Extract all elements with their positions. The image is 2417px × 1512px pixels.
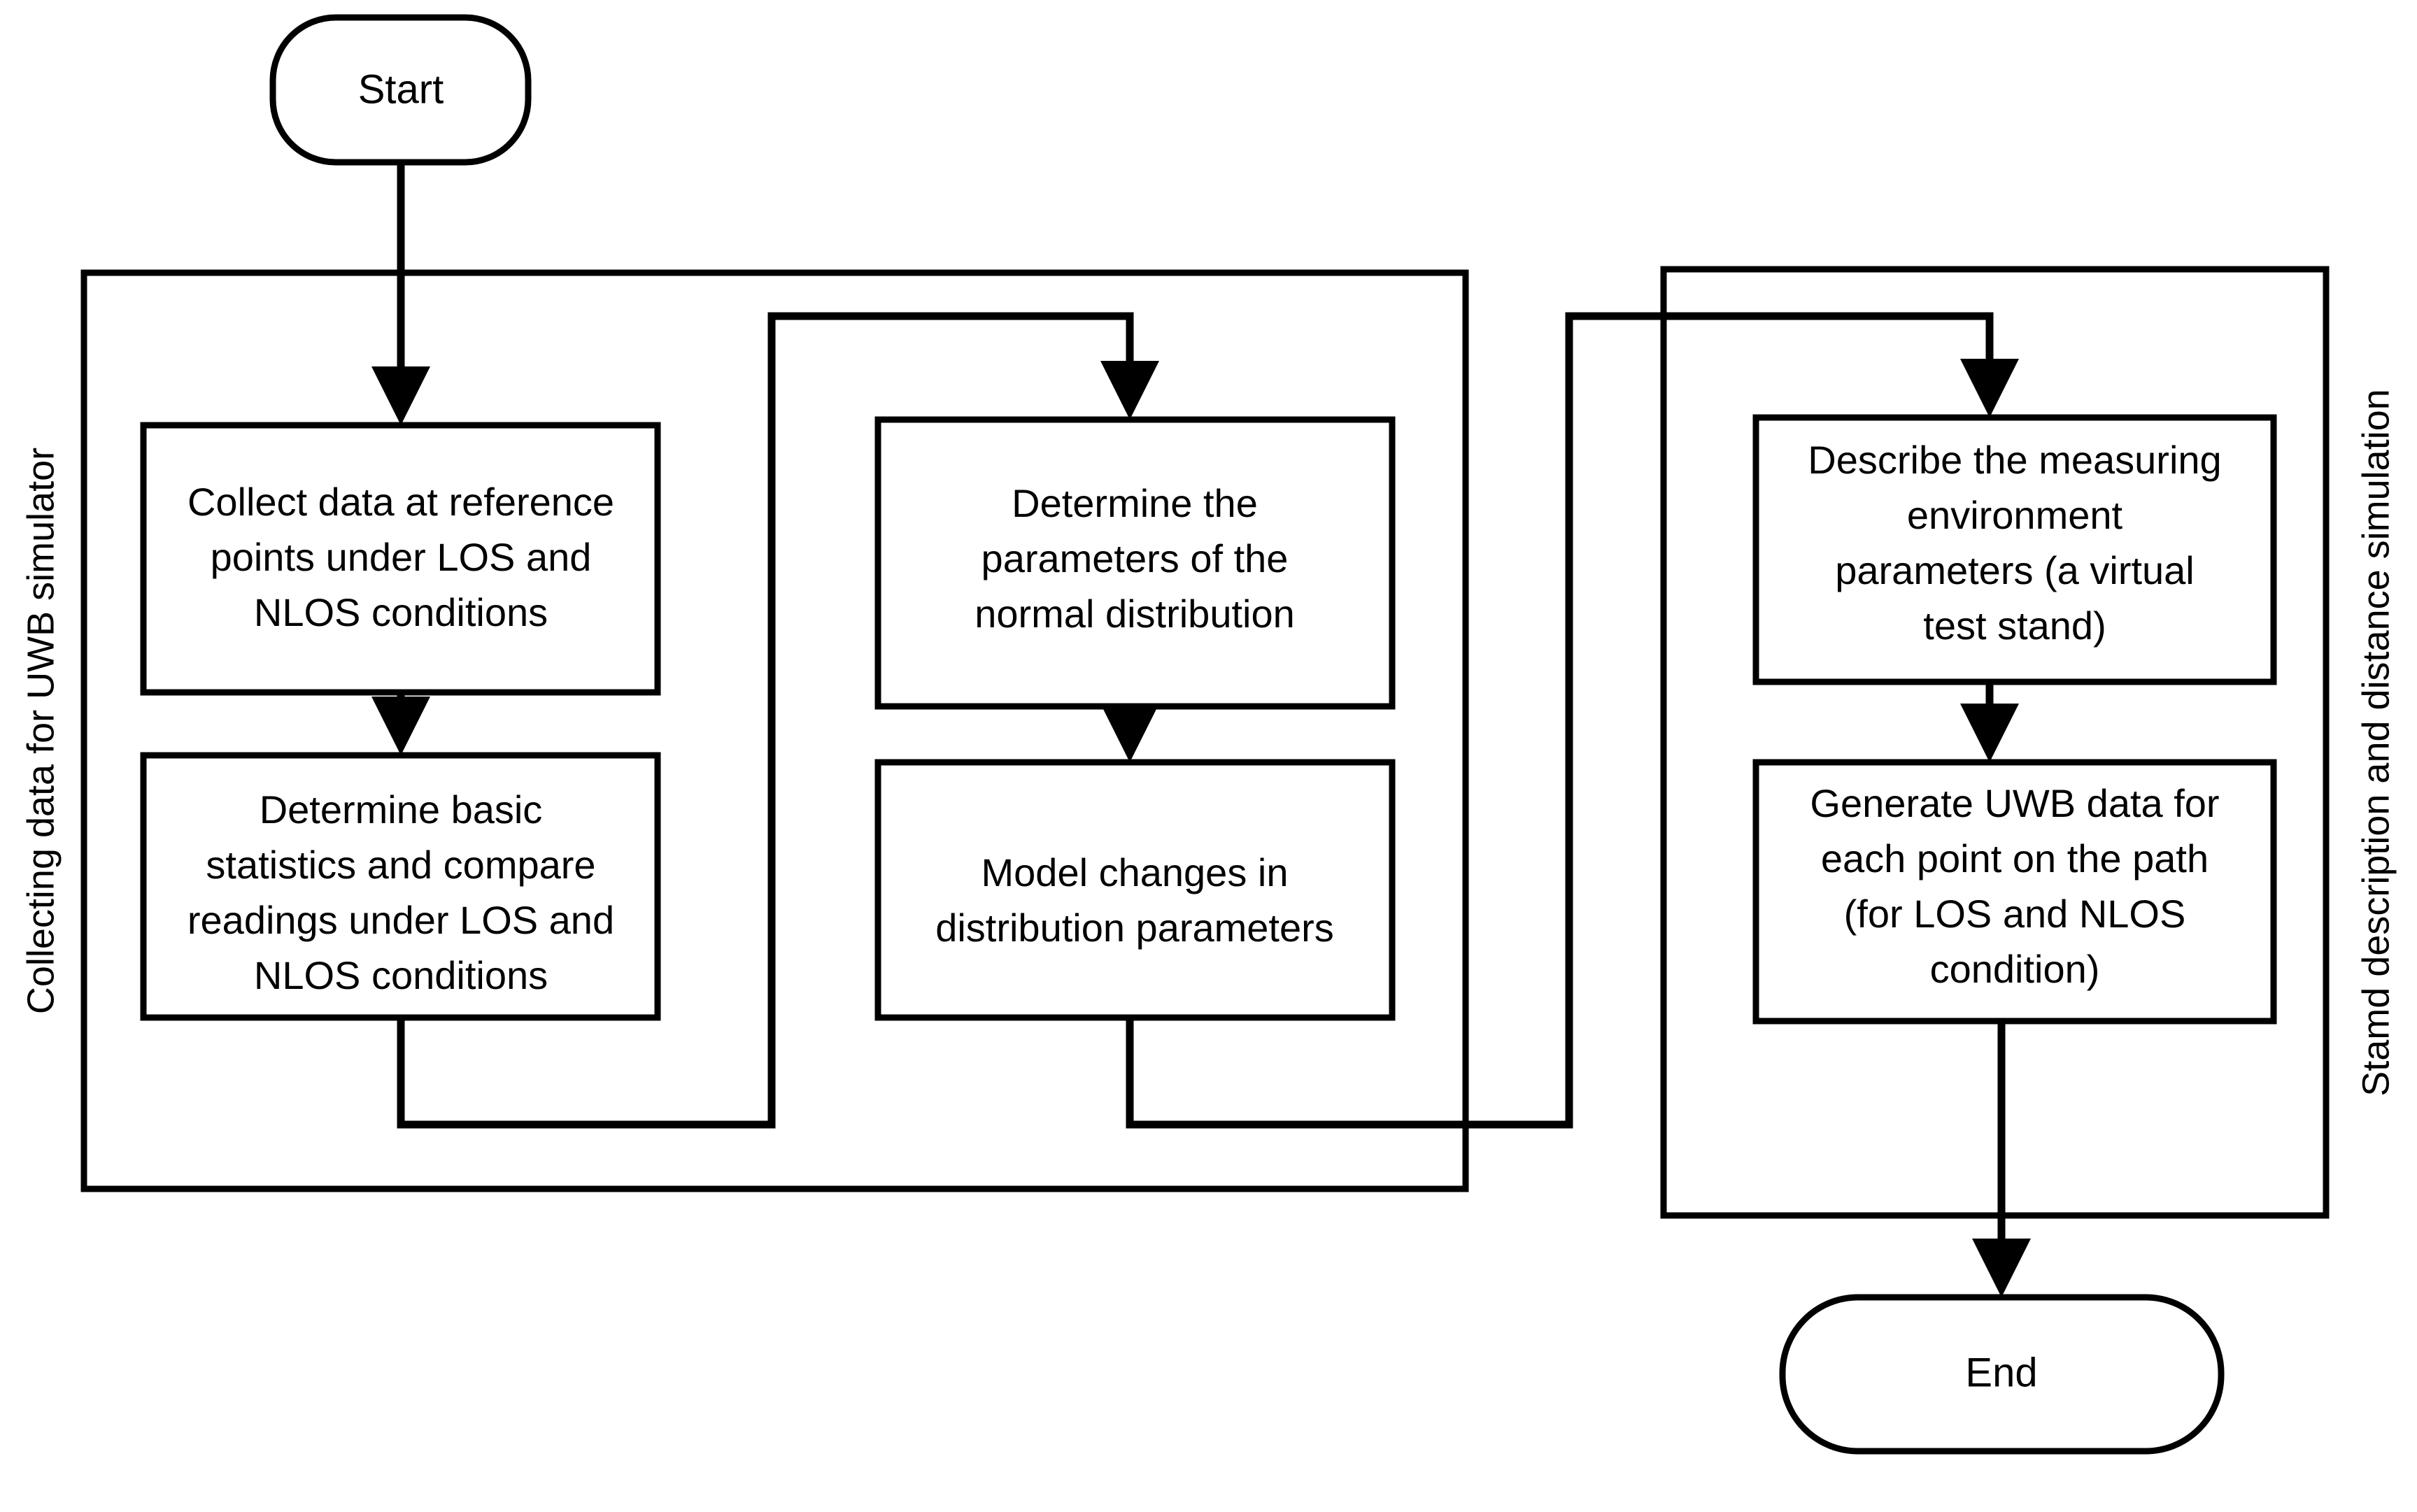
process-box-generate-uwb-line-3: (for LOS and NLOS [1844, 892, 2186, 936]
process-box-collect-data-line-2: points under LOS and [211, 535, 592, 579]
process-box-determine-statistics[interactable] [140, 752, 661, 1021]
arrow-head-end [1972, 1239, 2031, 1297]
terminal-start[interactable] [269, 14, 532, 166]
group-box-stand-description [1660, 266, 2330, 1219]
process-box-describe-environment-line-3: parameters (a virtual [1835, 548, 2195, 592]
process-box-determine-statistics-line-2: statistics and compare [206, 843, 595, 887]
process-box-collect-data-line-3: NLOS conditions [254, 590, 548, 634]
arrow-head-collect-data [371, 366, 430, 425]
process-box-determine-statistics-line-3: readings under LOS and [187, 898, 614, 942]
process-box-model-changes-line-2: distribution parameters [935, 906, 1334, 950]
process-box-describe-environment-line-2: environment [1907, 493, 2123, 537]
connector-model-to-describe [1126, 312, 1994, 1129]
process-box-generate-uwb[interactable] [1752, 759, 2277, 1025]
process-box-generate-uwb-line-2: each point on the path [1821, 836, 2209, 880]
process-box-collect-data[interactable] [140, 422, 661, 696]
process-box-model-changes[interactable] [874, 759, 1396, 1021]
process-box-determine-parameters-line-3: normal distribution [974, 592, 1295, 636]
process-box-describe-environment-line-1: Describe the measuring [1808, 438, 2221, 482]
arrow-head-model-changes [1100, 704, 1159, 762]
lane-label-right: Stamd description and distance simulatio… [2355, 389, 2397, 1097]
process-box-generate-uwb-line-4: condition) [1930, 947, 2100, 991]
process-box-determine-parameters[interactable] [874, 416, 1396, 710]
process-box-model-changes-line-1: Model changes in [981, 850, 1289, 894]
process-box-determine-parameters-line-2: parameters of the [981, 536, 1289, 580]
process-box-determine-statistics-line-4: NLOS conditions [254, 953, 548, 997]
arrow-head-determine-parameters [1100, 361, 1159, 420]
terminal-end-label: End [1965, 1350, 2037, 1395]
arrow-head-generate-uwb [1960, 704, 2019, 762]
process-box-generate-uwb-line-1: Generate UWB data for [1810, 781, 2219, 825]
process-box-describe-environment-line-4: test stand) [1923, 604, 2106, 648]
connector-statistics-to-parameters [397, 312, 1134, 1129]
terminal-start-label: Start [358, 66, 444, 112]
process-box-determine-statistics-line-1: Determine basic [260, 787, 543, 832]
arrow-head-describe-environment [1960, 359, 2019, 418]
arrow-head-determine-statistics [371, 697, 430, 755]
terminal-end[interactable] [1779, 1294, 2225, 1455]
process-box-collect-data-line-1: Collect data at reference [187, 480, 614, 524]
group-box-collecting-data [80, 269, 1469, 1192]
lane-label-left: Collecting data for UWB simulator [20, 448, 62, 1014]
process-box-determine-parameters-line-1: Determine the [1012, 481, 1258, 525]
process-box-describe-environment[interactable] [1752, 414, 2277, 685]
